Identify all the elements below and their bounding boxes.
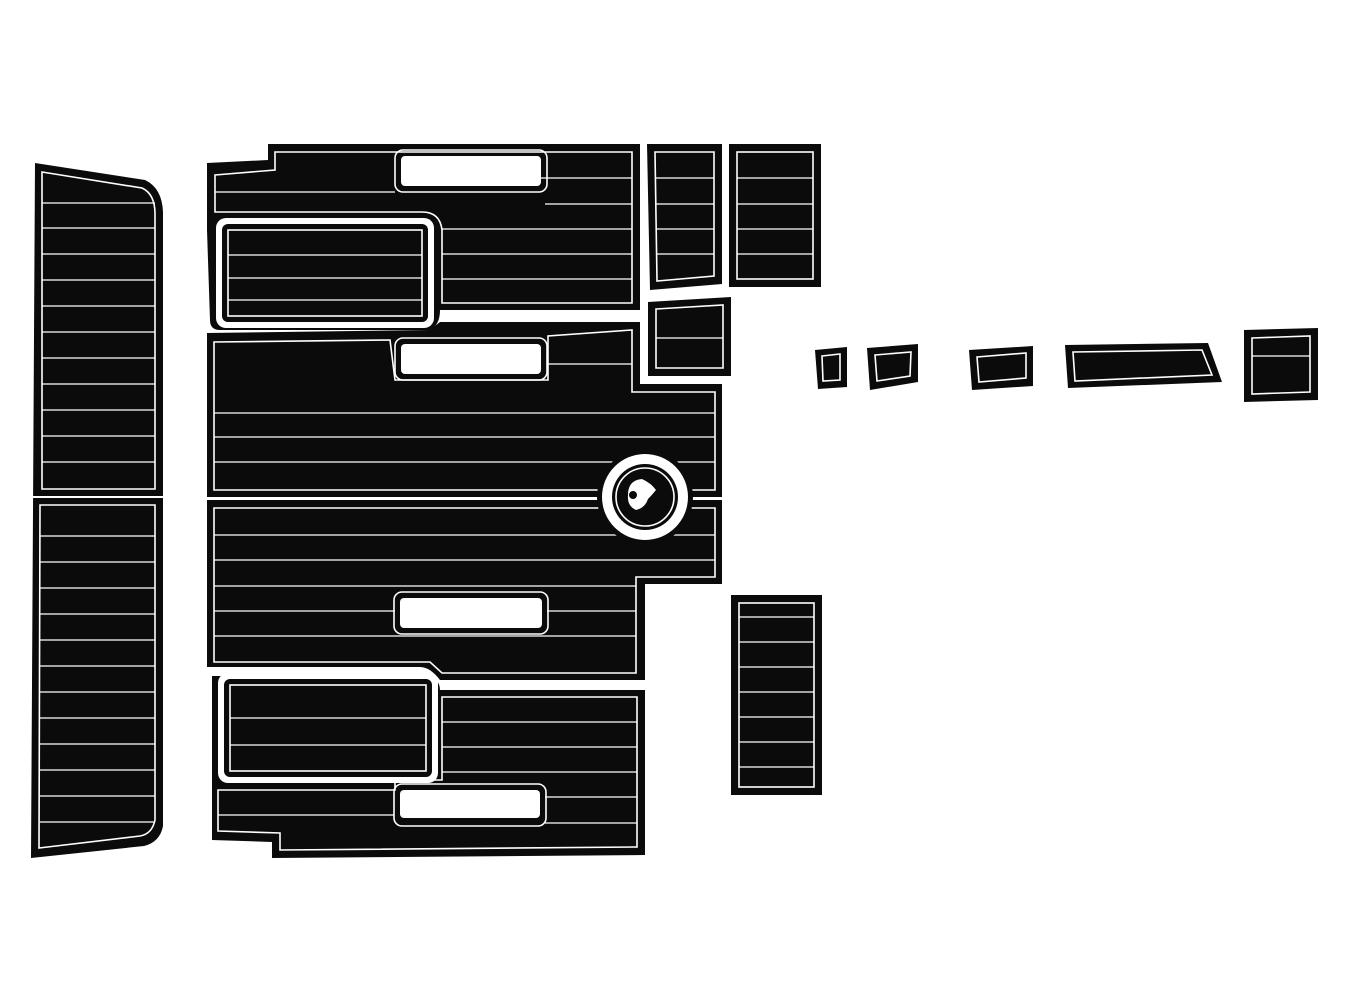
pad-tiny-3 [969,346,1033,390]
bottom-center-panel [212,673,645,858]
left-side-panel [31,163,163,858]
pad-long-strip [1065,343,1222,388]
middle-upper-panel [207,322,722,497]
drain-ring-cutout [597,449,693,545]
pad-right-square [1244,328,1318,402]
top-center-panel [207,144,640,330]
pad-tiny-1 [815,347,847,389]
pad-lower-right [731,595,822,795]
pad-tiny-2 [867,344,918,390]
pad-top-square [729,144,821,287]
pad-step-small [648,297,731,376]
pad-top-narrow [647,144,722,290]
